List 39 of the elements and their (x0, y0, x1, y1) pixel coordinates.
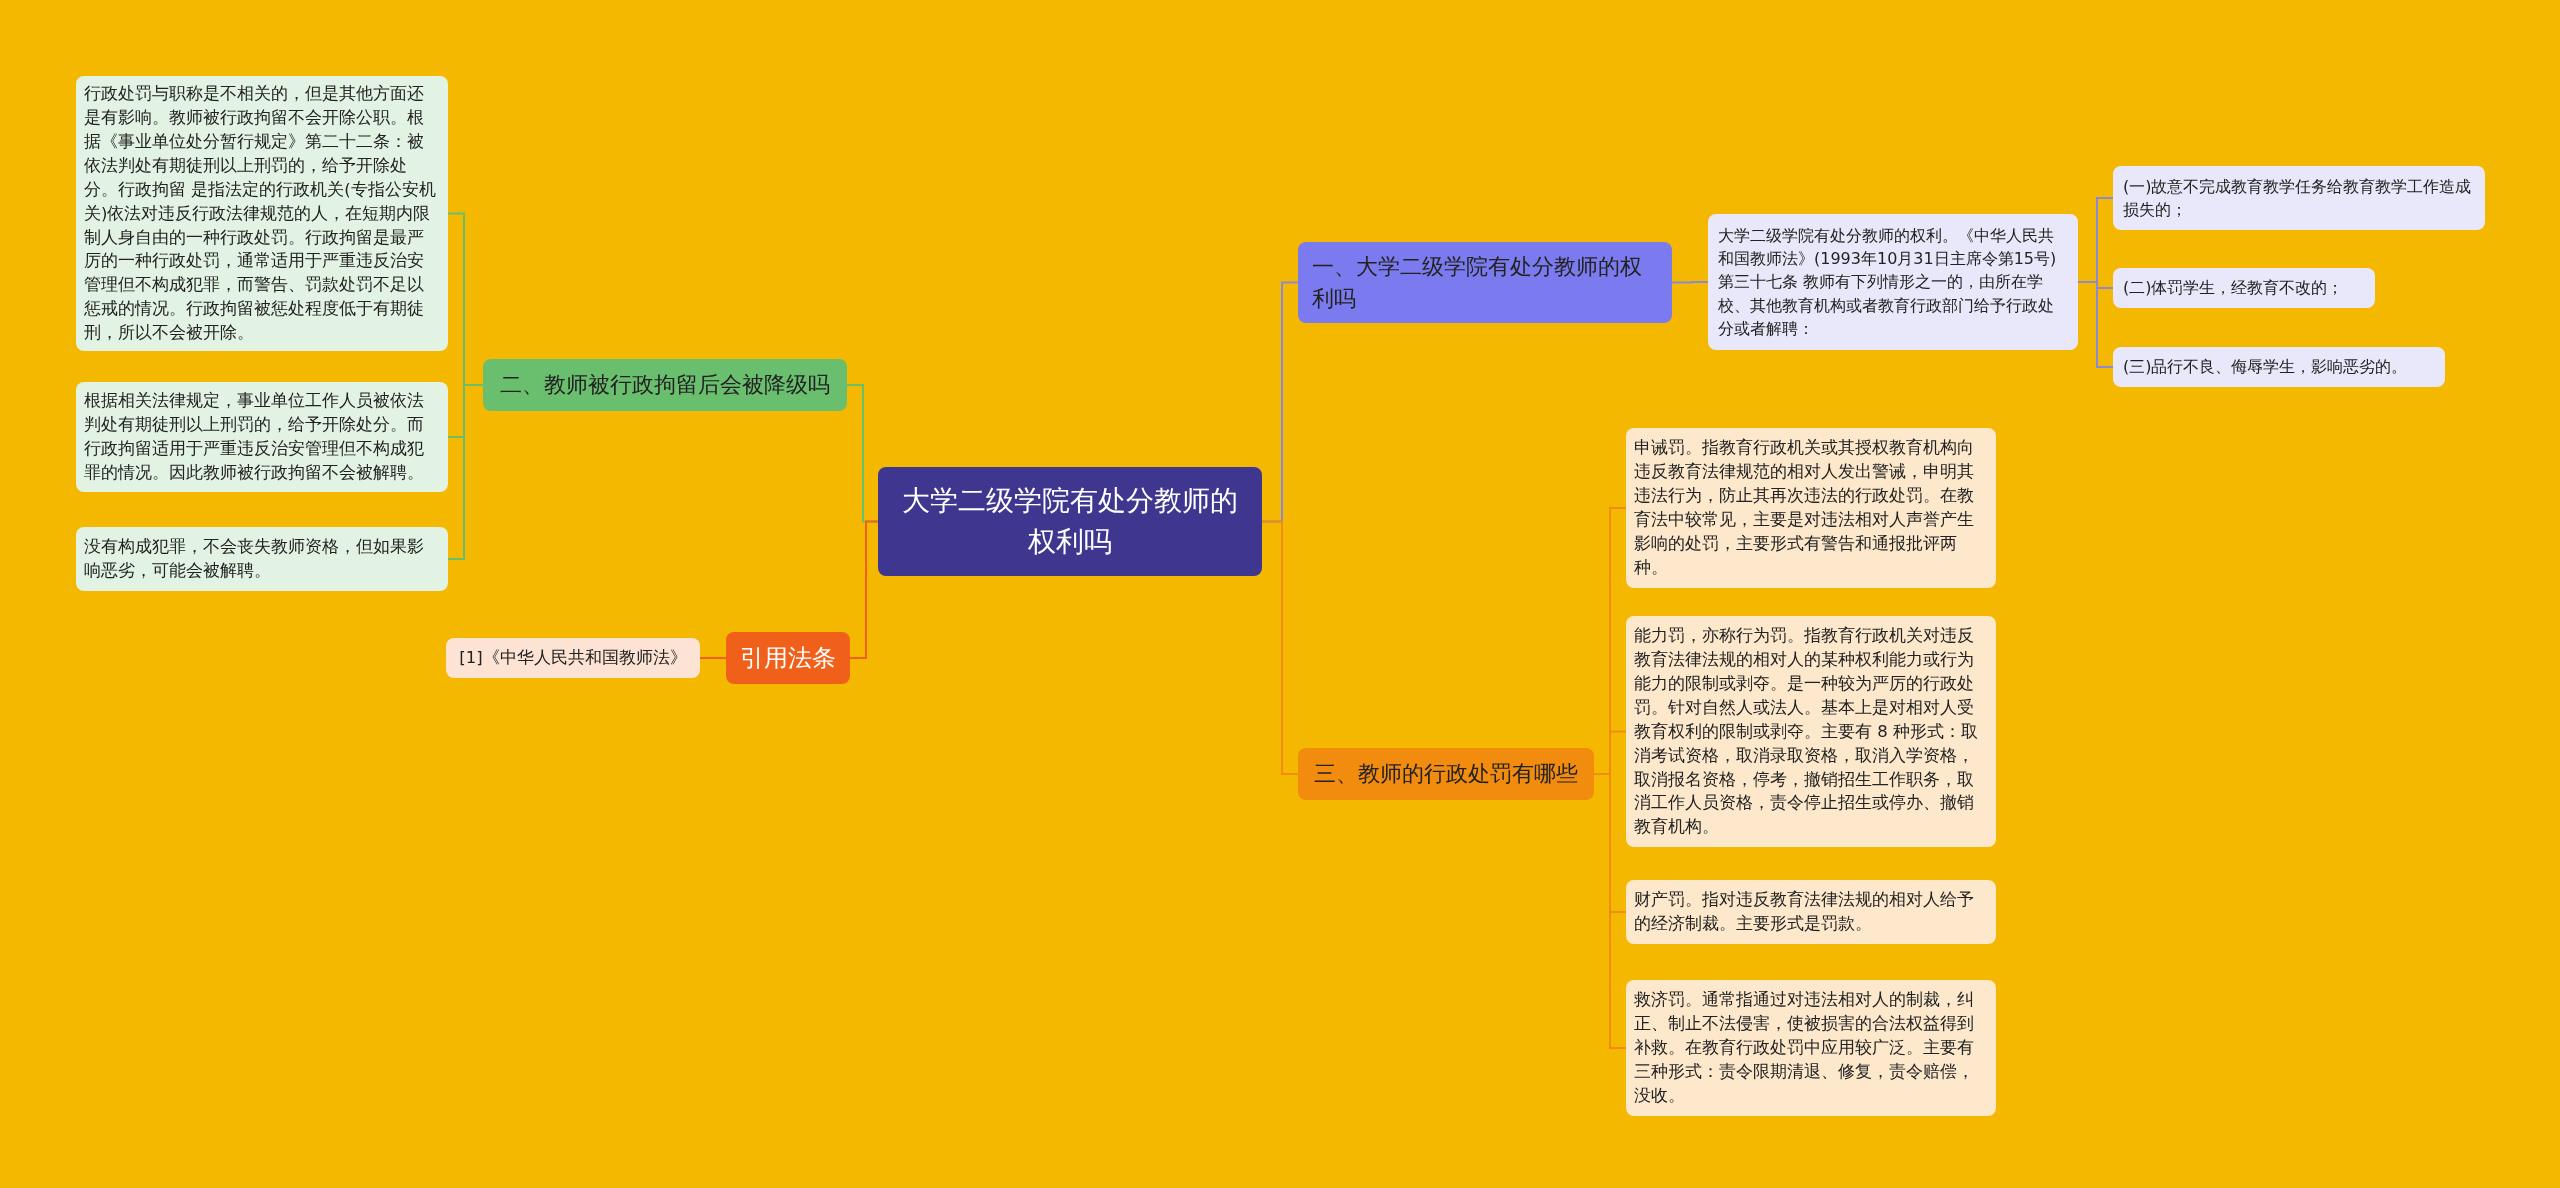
note-card (76, 527, 448, 591)
note-card (1708, 214, 2078, 350)
note-text: 根据相关法律规定，事业单位工作人员被依法判处有期徒刑以上刑罚的，给予开除处分。而行政拘留适用于严重违反治安管理但不构成犯罪的情况。因此教师被行政拘留不会被解聘。 (84, 390, 425, 484)
note-text: 大学二级学院有处分教师的权利。《中华人民共和国教师法》(1993年10月31日主席令第15号)第三十七条 教师有下列情形之一的，由所在学校、其他教育机构或者教育行政部门给予行政处分或者解聘： (1718, 225, 2058, 340)
note-text: [1]《中华人民共和国教师法》 (459, 647, 687, 670)
connector-line (849, 520, 879, 659)
note-card (1626, 428, 1996, 588)
note-text: (三)品行不良、侮辱学生，影响恶劣的。 (2123, 356, 2408, 379)
note-card (1626, 980, 1996, 1116)
note-card (1626, 880, 1996, 944)
note-text: 救济罚。通常指通过对违法相对人的制裁，纠正、制止不法侵害，使被损害的合法权益得到补救。在教育行政处罚中应用较广泛。主要有三种形式：责令限期清退、修复，责令赔偿，没收。 (1634, 989, 1975, 1107)
connector-line (1261, 520, 1299, 775)
topic-box (1298, 748, 1594, 800)
topic-label: 三、教师的行政处罚有哪些 (1314, 760, 1578, 789)
note-text: 财产罚。指对违反教育法律法规的相对人给予的经济制裁。主要形式是罚款。 (1634, 889, 1975, 935)
root-topic (878, 467, 1262, 576)
topic-box (483, 359, 847, 411)
note-text: 能力罚，亦称行为罚。指教育行政机关对违反教育法律法规的相对人的某种权利能力或行为能力的限制或剥夺。是一种较为严厉的行政处罚。针对自然人或法人。基本上是对相对人受教育权利的限制或剥夺。主要有 8 种形式：取消考试资格，取消录取资格，取消入学资格，取消报名资格，停考，撤销招生工作职务，取消工作人员资格，责令停止招生或停办、撤销教育机构。 (1634, 625, 1979, 839)
topic-box (1298, 242, 1672, 323)
topic-label: 引用法条 (740, 642, 836, 674)
connector-line (699, 657, 727, 659)
topic-title: 大学二级学院有处分教师的权利吗 (901, 482, 1239, 560)
connector-line (1671, 281, 1709, 284)
connector-line (1593, 773, 1627, 1049)
note-text: 没有构成犯罪，不会丧失教师资格，但如果影响恶劣，可能会被解聘。 (84, 536, 425, 582)
note-card (446, 638, 700, 678)
connector-line (2077, 281, 2114, 368)
topic-label: 二、教师被行政拘留后会被降级吗 (500, 371, 830, 400)
note-card (2113, 166, 2485, 230)
note-text: (一)故意不完成教育教学任务给教育教学工作造成损失的； (2123, 175, 2473, 221)
note-text: 行政处罚与职称是不相关的，但是其他方面还是有影响。教师被行政拘留不会开除公职。根据《事业单位处分暂行规定》第二十二条：被依法判处有期徒刑以上刑罚的，给予开除处分。行政拘留 是指法定的行政机关(专指公安机关)依法对违反行政法律规范的人，在短期内限制人身自由的一种行政处罚。行政拘留是最严厉的一种行政处罚，通常适用于严重违反治安管理但不构成犯罪，而警告、罚款处罚不足以惩戒的情况。行政拘留被惩处程度低于有期徒刑，所以不会被开除。 (84, 83, 437, 345)
topic-label: 一、大学二级学院有处分教师的权利吗 (1312, 252, 1643, 313)
note-text: (二)体罚学生，经教育不改的； (2123, 277, 2344, 300)
note-card (2113, 268, 2375, 308)
note-card (2113, 347, 2445, 387)
note-card (76, 382, 448, 492)
connector-line (447, 384, 484, 560)
note-text: 申诫罚。指教育行政机关或其授权教育机构向违反教育法律规范的相对人发出警诫，申明其违法行为，防止其再次违法的行政处罚。在教育法中较常见，主要是对违法相对人声誉产生影响的处罚，主要形式有警告和通报批评两种。 (1634, 437, 1975, 579)
topic-box (726, 632, 850, 684)
